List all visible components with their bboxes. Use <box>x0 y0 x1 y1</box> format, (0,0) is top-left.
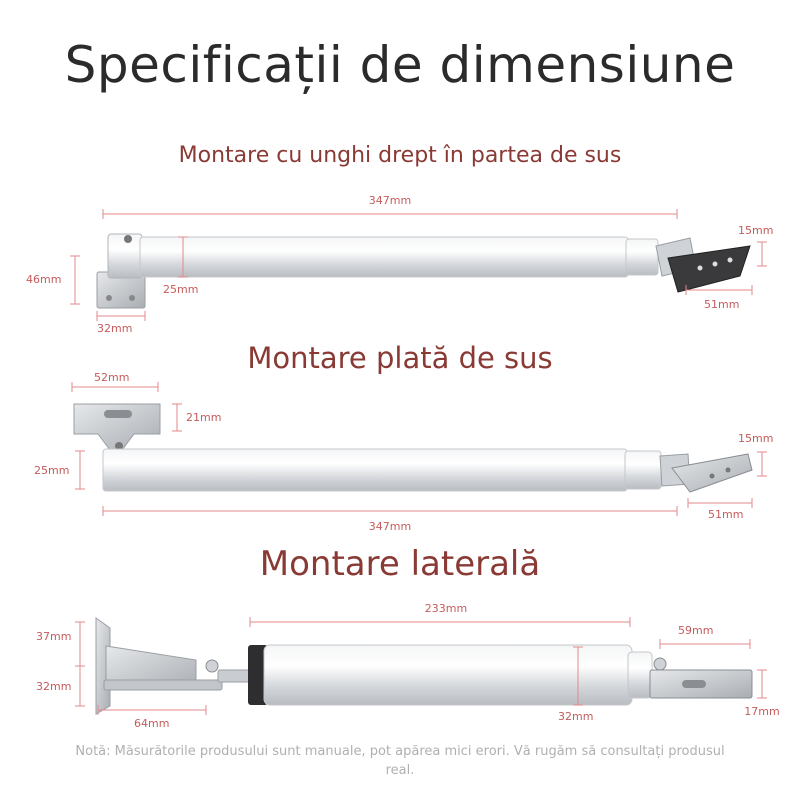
page-title: Specificații de dimensiune <box>64 36 736 94</box>
section-heading-side: Montare laterală <box>259 544 541 584</box>
dim-label-diameter: 25mm <box>163 283 198 296</box>
screw-hole <box>727 257 733 263</box>
pivot-screw <box>205 659 219 673</box>
dim-label-bracket-width: 32mm <box>97 322 132 335</box>
screw-hole <box>106 295 112 301</box>
piston-rod <box>217 669 251 683</box>
dim-label-end-height: 15mm <box>738 224 773 237</box>
dim-lines-3 <box>75 617 767 715</box>
dim-label-bracket-width: 64mm <box>134 717 169 730</box>
dim-label-diameter: 32mm <box>558 710 593 723</box>
dim-label-end-width: 51mm <box>708 508 743 521</box>
dim-label-body-length: 233mm <box>425 602 467 615</box>
dim-label-bracket-width: 52mm <box>94 371 129 384</box>
section-heading-top-flat: Montare plată de sus <box>247 341 553 375</box>
dim-label-end-height: 17mm <box>744 705 779 718</box>
dim-label-bracket-upper: 37mm <box>36 630 71 643</box>
dim-label-bracket-height: 46mm <box>26 273 61 286</box>
disclaimer-note: Notă: Măsurătorile produsului sunt manua… <box>75 744 725 778</box>
screw-slot <box>104 410 132 418</box>
dim-label-length: 347mm <box>369 194 411 207</box>
end-bracket <box>671 453 753 493</box>
end-bracket <box>667 245 751 293</box>
cylinder-end <box>624 450 662 490</box>
screw-hole <box>697 265 703 271</box>
screw-hole <box>725 467 731 473</box>
dim-label-diameter: 25mm <box>34 464 69 477</box>
dim-lines-2 <box>71 382 767 516</box>
screw-hole <box>709 473 715 479</box>
dim-label-length: 347mm <box>369 520 411 533</box>
dim-label-bracket-lower: 32mm <box>36 680 71 693</box>
cylinder-body <box>102 448 628 492</box>
closer-side <box>95 617 753 715</box>
arm-link <box>103 679 223 691</box>
cylinder-end-cap <box>248 645 268 705</box>
section-heading-top-right-angle: Montare cu unghi drept în partea de sus <box>178 143 622 168</box>
dim-label-end-height: 15mm <box>738 432 773 445</box>
closer-top-flat <box>73 403 753 493</box>
cylinder-end <box>625 238 659 276</box>
screw-hole <box>712 261 718 267</box>
closer-top-right-angle <box>96 233 751 309</box>
cylinder-body <box>139 236 629 278</box>
dim-lines-1 <box>70 209 767 321</box>
cylinder-end <box>627 651 653 699</box>
pivot-screw <box>124 235 132 243</box>
screw-hole <box>129 295 135 301</box>
pivot-screw <box>115 442 123 450</box>
pivot-screw <box>653 657 667 671</box>
screw-slot <box>682 680 706 688</box>
dim-label-end-width: 59mm <box>678 624 713 637</box>
cylinder-body <box>263 644 633 706</box>
dim-label-end-width: 51mm <box>704 298 739 311</box>
dim-label-bracket-height: 21mm <box>186 411 221 424</box>
